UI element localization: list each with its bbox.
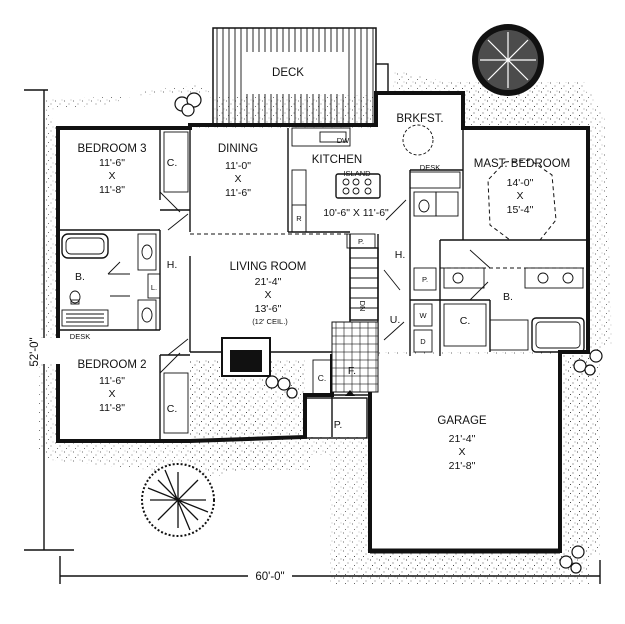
tree-top-right [472,24,544,96]
living-x: X [264,289,271,301]
linen-label: L. [151,283,157,292]
bedroom2-label: BEDROOM 2 [77,359,146,371]
dining-x: X [234,173,241,185]
desk-left-label: DESK [70,332,90,341]
utility-label: U. [390,314,401,326]
fixtures [61,124,585,554]
hall-right-label: H. [395,249,406,261]
stair-dn-label: DN [358,301,367,312]
porch-label: P. [334,419,343,431]
tree-bottom-left [141,463,215,537]
fridge-label: R [296,214,302,223]
shrubs [174,92,603,574]
dining-label: DINING [218,143,258,155]
garage-x: X [458,446,465,458]
overall-width-label: 60'-0" [255,571,284,583]
garage-depth: 21'-8" [449,460,476,472]
bedroom3-closet: C. [167,157,178,169]
dining-width: 11'-0" [225,160,251,172]
dw-label: DW [337,136,350,145]
bedroom3-label: BEDROOM 3 [77,143,146,155]
bath-left-label: B. [75,271,85,283]
bedroom2-depth: 11'-8" [99,402,125,414]
dryer-label: D [420,337,426,346]
desk-right-label: DESK [420,163,440,172]
brkfst-label: BRKFST. [396,113,443,125]
dimension-lines [24,89,601,584]
bedroom2-width: 11'-6" [99,375,125,387]
master-bath-label: B. [503,291,513,303]
master-depth: 15'-4" [507,204,534,216]
stair [346,233,379,321]
living-label: LIVING ROOM [230,261,307,273]
living-ceiling-note: (12' CEIL.) [252,317,288,326]
garage-label: GARAGE [437,415,487,427]
pantry2-label: P. [422,275,428,284]
kitchen-label: KITCHEN [312,154,362,166]
garage-width: 21'-4" [449,433,476,445]
island-label: ISLAND [343,169,371,178]
bedroom2-x: X [108,388,115,400]
washer-label: W [419,311,427,320]
master-label: MAST. BEDROOM [474,158,570,170]
bedroom2-closet: C. [167,403,178,415]
bedroom3-x: X [108,170,115,182]
bedroom3-depth: 11'-8" [99,184,125,196]
master-x: X [516,190,523,202]
deck-label: DECK [272,67,304,79]
door-swings [107,199,491,356]
master-closet-label: C. [460,315,471,327]
living-depth: 13'-6" [255,303,282,315]
hall-left-label: H. [167,259,178,271]
foyer-closet-label: C. [318,373,327,383]
pantry-label: P. [358,237,364,246]
room-labels: 52'-0" 60'-0" DECK BRKFST. KITCHEN 10'-6… [29,67,570,583]
bedroom3-width: 11'-6" [99,157,125,169]
deck [212,27,389,126]
dining-depth: 11'-6" [225,187,251,199]
living-width: 21'-4" [255,276,282,288]
master-width: 14'-0" [507,177,534,189]
kitchen-size-label: 10'-6" X 11'-6" [323,207,389,219]
foyer-label: F. [348,365,356,377]
overall-depth-label: 52'-0" [29,337,41,366]
